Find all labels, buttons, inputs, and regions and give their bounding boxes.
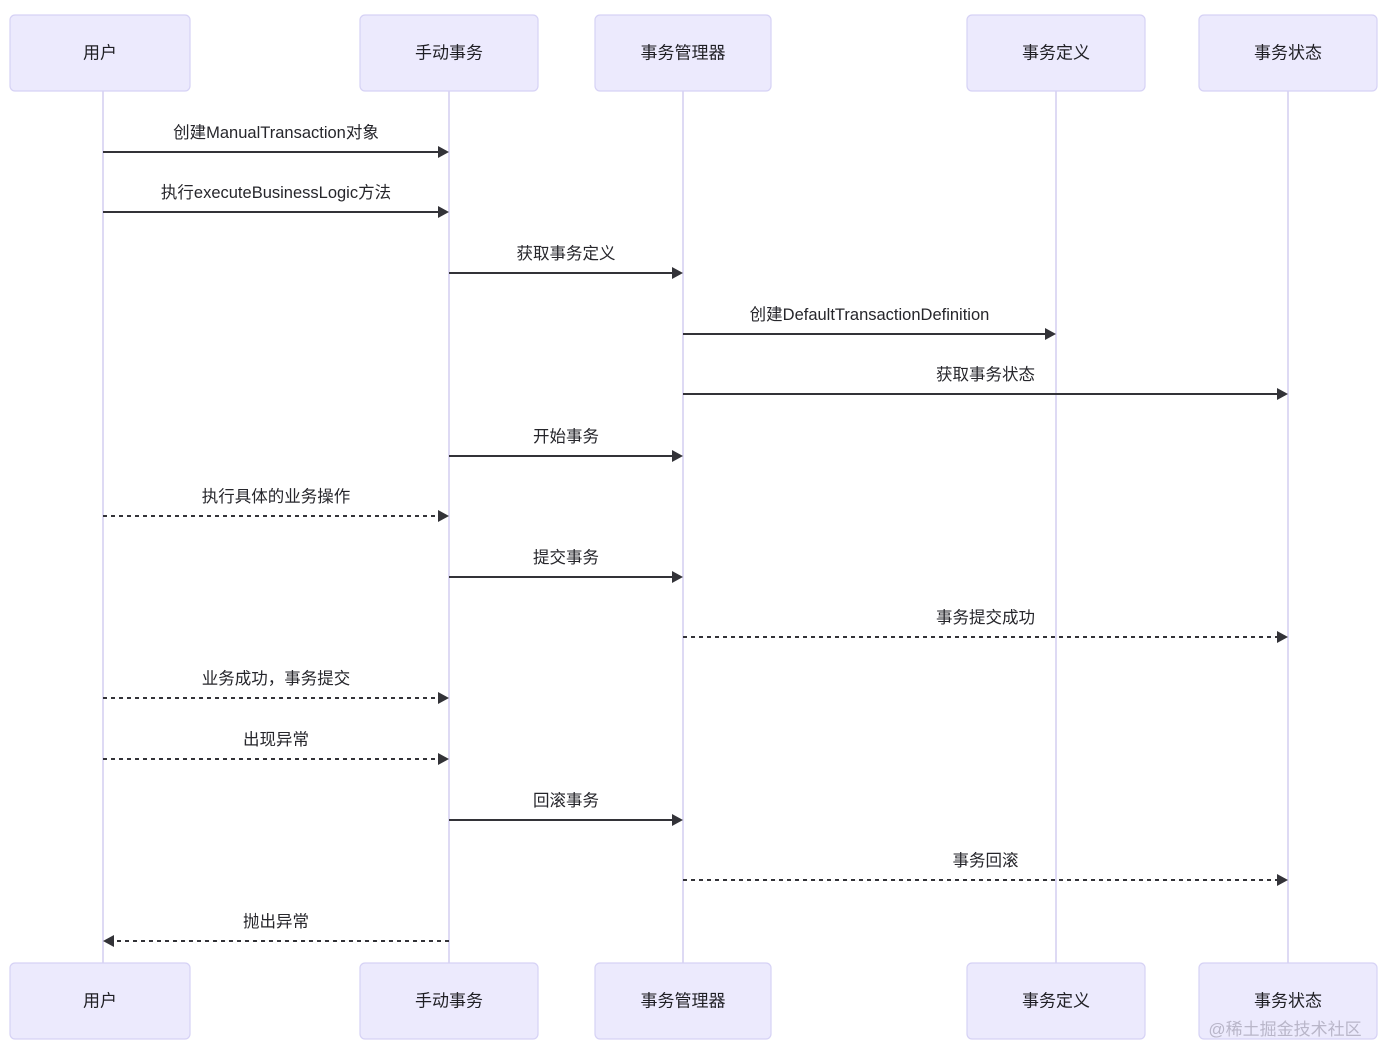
message-label-13: 事务回滚 [953, 851, 1019, 870]
message-arrowhead-8 [672, 571, 683, 583]
message-13: 事务回滚 [683, 851, 1288, 886]
message-arrowhead-11 [438, 753, 449, 765]
message-arrowhead-6 [672, 450, 683, 462]
participant-box-user[interactable] [9, 14, 191, 92]
participant-label-txdef: 事务定义 [1022, 43, 1090, 62]
participant-label-manual: 手动事务 [415, 43, 483, 62]
message-5: 获取事务状态 [683, 365, 1288, 400]
message-label-2: 执行executeBusinessLogic方法 [161, 183, 391, 202]
message-1: 创建ManualTransaction对象 [103, 123, 449, 158]
message-arrowhead-10 [438, 692, 449, 704]
participant-txmgr-bottom[interactable]: 事务管理器 [594, 962, 772, 1040]
participant-label-txmgr: 事务管理器 [641, 43, 726, 62]
participant-box-txmgr[interactable] [594, 14, 772, 92]
participant-box-txstat[interactable] [1198, 14, 1378, 92]
participant-manual-top[interactable]: 手动事务 [359, 14, 539, 92]
messages-layer: 创建ManualTransaction对象执行executeBusinessLo… [103, 123, 1288, 947]
message-label-9: 事务提交成功 [936, 608, 1035, 627]
message-arrowhead-3 [672, 267, 683, 279]
message-arrowhead-13 [1277, 874, 1288, 886]
participant-box-txstat[interactable] [1198, 962, 1378, 1040]
message-arrowhead-7 [438, 510, 449, 522]
participant-box-user[interactable] [9, 962, 191, 1040]
message-arrowhead-1 [438, 146, 449, 158]
message-arrowhead-12 [672, 814, 683, 826]
message-3: 获取事务定义 [449, 244, 683, 279]
message-14: 抛出异常 [103, 912, 449, 947]
message-7: 执行具体的业务操作 [103, 487, 449, 522]
message-arrowhead-14 [103, 935, 114, 947]
message-label-12: 回滚事务 [533, 791, 599, 810]
participant-label-txstat: 事务状态 [1254, 991, 1322, 1010]
message-label-1: 创建ManualTransaction对象 [173, 123, 379, 142]
lifelines-layer [102, 91, 1289, 963]
participant-label-txstat: 事务状态 [1254, 43, 1322, 62]
message-4: 创建DefaultTransactionDefinition [683, 305, 1056, 340]
message-8: 提交事务 [449, 548, 683, 583]
participant-label-user: 用户 [83, 43, 117, 62]
participant-user-bottom[interactable]: 用户 [9, 962, 191, 1040]
participant-box-manual[interactable] [359, 14, 539, 92]
message-12: 回滚事务 [449, 791, 683, 826]
message-label-6: 开始事务 [533, 427, 599, 446]
participant-label-user: 用户 [83, 991, 117, 1010]
message-label-11: 出现异常 [243, 730, 309, 749]
participant-label-manual: 手动事务 [415, 991, 483, 1010]
message-label-5: 获取事务状态 [936, 365, 1035, 384]
participant-box-txdef[interactable] [966, 14, 1146, 92]
participant-boxes-bottom: 用户 手动事务 事务管理器 事务定义 事务状态 [9, 962, 1378, 1040]
participant-label-txmgr: 事务管理器 [641, 991, 726, 1010]
participant-txmgr-top[interactable]: 事务管理器 [594, 14, 772, 92]
message-label-14: 抛出异常 [243, 912, 309, 931]
participant-txdef-bottom[interactable]: 事务定义 [966, 962, 1146, 1040]
participant-boxes-top: 用户 手动事务 事务管理器 事务定义 事务状态 [9, 14, 1378, 92]
participant-manual-bottom[interactable]: 手动事务 [359, 962, 539, 1040]
participant-box-manual[interactable] [359, 962, 539, 1040]
participant-box-txmgr[interactable] [594, 962, 772, 1040]
participant-txstat-top[interactable]: 事务状态 [1198, 14, 1378, 92]
watermark-label: @稀土掘金技术社区 [1208, 1020, 1361, 1039]
message-label-8: 提交事务 [533, 548, 599, 567]
message-label-4: 创建DefaultTransactionDefinition [750, 305, 990, 324]
message-label-7: 执行具体的业务操作 [202, 487, 351, 506]
message-9: 事务提交成功 [683, 608, 1288, 643]
message-2: 执行executeBusinessLogic方法 [103, 183, 449, 218]
message-10: 业务成功，事务提交 [103, 669, 449, 704]
participant-label-txdef: 事务定义 [1022, 991, 1090, 1010]
message-arrowhead-5 [1277, 388, 1288, 400]
message-arrowhead-9 [1277, 631, 1288, 643]
participant-txstat-bottom[interactable]: 事务状态 [1198, 962, 1378, 1040]
participant-txdef-top[interactable]: 事务定义 [966, 14, 1146, 92]
message-11: 出现异常 [103, 730, 449, 765]
message-label-10: 业务成功，事务提交 [202, 669, 351, 688]
message-arrowhead-4 [1045, 328, 1056, 340]
message-label-3: 获取事务定义 [517, 244, 616, 263]
message-6: 开始事务 [449, 427, 683, 462]
participant-user-top[interactable]: 用户 [9, 14, 191, 92]
message-arrowhead-2 [438, 206, 449, 218]
participant-box-txdef[interactable] [966, 962, 1146, 1040]
